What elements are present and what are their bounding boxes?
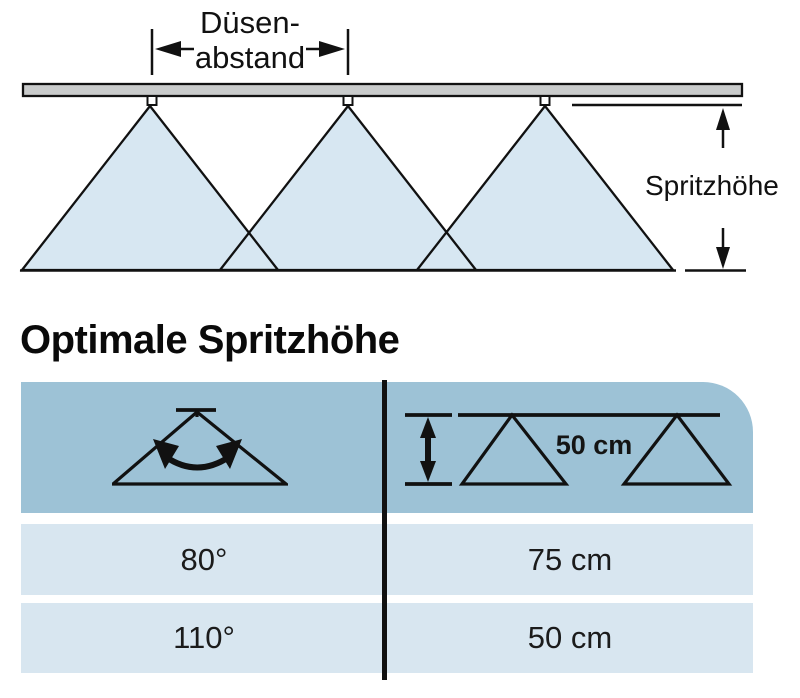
up-arrowhead-icon xyxy=(716,108,730,130)
table-header-row: 50 cm xyxy=(21,382,753,513)
table-row: 110° 50 cm xyxy=(21,603,753,673)
angle-value: 80° xyxy=(180,541,228,577)
nozzle-icon xyxy=(539,95,551,106)
nozzle-spacing-icon xyxy=(405,412,733,486)
nozzle-spacing-label: Düsen- abstand xyxy=(152,5,348,75)
right-arrowhead-icon xyxy=(319,41,345,57)
left-arrowhead-icon xyxy=(155,41,181,57)
spray-cone-fill xyxy=(22,106,278,270)
height-value: 75 cm xyxy=(527,541,613,577)
nozzle-spacing-label-line1: Düsen- xyxy=(200,5,300,40)
table-row: 80° 75 cm xyxy=(21,524,753,595)
height-value: 50 cm xyxy=(527,620,613,655)
nozzle-icon xyxy=(342,95,354,106)
table-column-divider xyxy=(382,380,387,680)
down-arrowhead-icon xyxy=(716,247,730,269)
nozzle-spacing-label-line2: abstand xyxy=(194,40,306,75)
nozzle-icon xyxy=(146,95,158,106)
spray-boom-bar xyxy=(21,82,744,98)
angle-value: 110° xyxy=(173,620,235,655)
optimal-spray-height-table: 50 cm 80° 75 cm 110° 50 cm xyxy=(21,380,753,680)
section-title: Optimale Spritzhöhe xyxy=(20,318,400,362)
spray-cone-fill xyxy=(417,106,673,270)
spray-angle-icon xyxy=(112,408,288,486)
spray-boom-diagram xyxy=(19,29,746,272)
spray-cone-fill xyxy=(220,106,476,270)
nozzle-spacing-value: 50 cm xyxy=(555,430,633,460)
spray-height-label: Spritzhöhe xyxy=(645,170,779,201)
